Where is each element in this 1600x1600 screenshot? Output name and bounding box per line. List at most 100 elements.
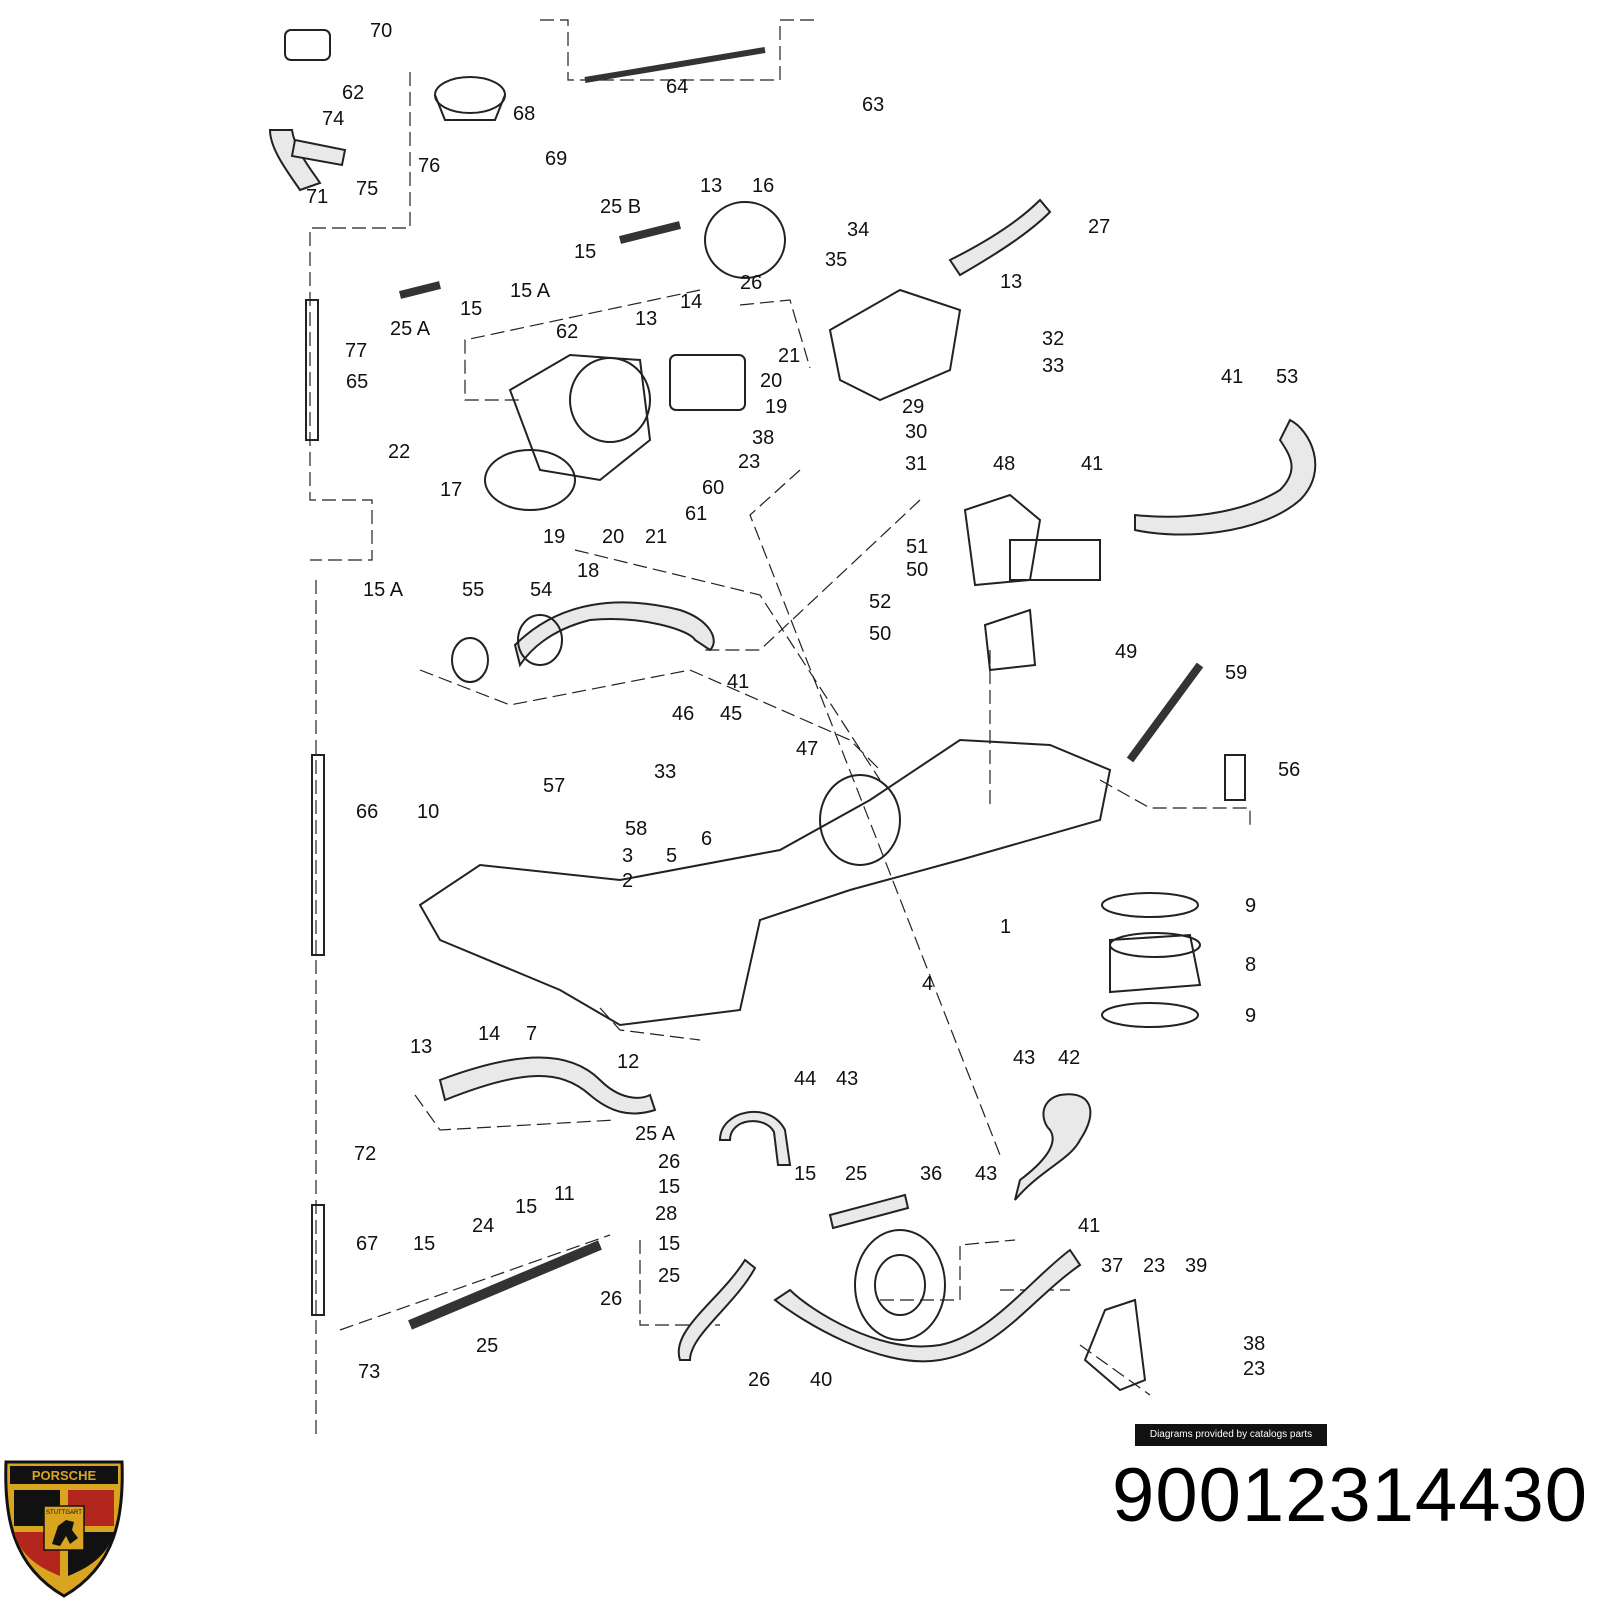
callout-label: 36 [920, 1163, 942, 1185]
callout-label: 49 [1115, 641, 1137, 663]
callout-label: 15 [515, 1196, 537, 1218]
callout-label: 47 [796, 738, 818, 760]
callout-label: 9 [1245, 895, 1256, 917]
callout-label: 18 [577, 560, 599, 582]
callout-label: 6 [701, 828, 712, 850]
svg-text:PORSCHE: PORSCHE [32, 1468, 97, 1483]
callout-label: 20 [602, 526, 624, 548]
callout-label: 54 [530, 579, 552, 601]
callout-label: 59 [1225, 662, 1247, 684]
callout-label: 25 [476, 1335, 498, 1357]
callout-label: 76 [418, 155, 440, 177]
callout-label: 73 [358, 1361, 380, 1383]
callout-label: 22 [388, 441, 410, 463]
callout-label: 29 [902, 396, 924, 418]
callout-label: 77 [345, 340, 367, 362]
callout-label: 69 [545, 148, 567, 170]
callout-label: 11 [554, 1183, 575, 1205]
callout-label: 50 [869, 623, 891, 645]
callout-label: 23 [738, 451, 760, 473]
callout-label: 40 [810, 1369, 832, 1391]
callout-label: 5 [666, 845, 677, 867]
callout-label: 43 [975, 1163, 997, 1185]
callout-label: 46 [672, 703, 694, 725]
callout-label: 72 [354, 1143, 376, 1165]
callout-label: 43 [836, 1068, 858, 1090]
callout-label: 15 [413, 1233, 435, 1255]
porsche-crest-logo: PORSCHE STUTTGART [4, 1460, 124, 1598]
callout-label: 13 [410, 1036, 432, 1058]
callout-label: 33 [1042, 355, 1064, 377]
callout-label: 23 [1143, 1255, 1165, 1277]
callout-label: 66 [356, 801, 378, 823]
callout-label: 50 [906, 559, 928, 581]
callout-label: 17 [440, 479, 462, 501]
callout-label: 26 [658, 1151, 680, 1173]
callout-label: 10 [417, 801, 439, 823]
callout-label: 15 [794, 1163, 816, 1185]
callout-label: 64 [666, 76, 688, 98]
callout-label: 15 A [363, 579, 404, 601]
diagram-credit-badge: Diagrams provided by catalogs parts [1135, 1424, 1327, 1446]
callout-label: 26 [740, 272, 762, 294]
callout-label: 15 [658, 1176, 680, 1198]
callout-label: 3 [622, 845, 633, 867]
callout-label: 21 [778, 345, 800, 367]
callout-label: 41 [1078, 1215, 1100, 1237]
callout-label: 24 [472, 1215, 494, 1237]
callout-label: 51 [906, 536, 928, 558]
callout-label: 14 [478, 1023, 500, 1045]
callout-label: 26 [748, 1369, 770, 1391]
callout-label: 53 [1276, 366, 1298, 388]
callout-label: 27 [1088, 216, 1110, 238]
tubes [305, 47, 1204, 1330]
callout-label: 32 [1042, 328, 1064, 350]
callout-label: 75 [356, 178, 378, 200]
callout-label: 13 [700, 175, 722, 197]
callout-label: 15 [574, 241, 596, 263]
callout-label: 25 A [635, 1123, 676, 1145]
callout-label: 20 [760, 370, 782, 392]
components [284, 29, 1246, 1392]
callout-label: 41 [1221, 366, 1243, 388]
callout-label: 52 [869, 591, 891, 613]
callout-label: 4 [922, 973, 933, 995]
callout-labels: 70 62 74 71 75 68 76 69 64 63 16 13 25 B… [306, 20, 1300, 1391]
callout-label: 15 A [510, 280, 551, 302]
callout-label: 62 [556, 321, 578, 343]
callout-label: 62 [342, 82, 364, 104]
callout-label: 25 B [600, 196, 641, 218]
callout-label: 71 [306, 186, 328, 208]
callout-label: 19 [543, 526, 565, 548]
callout-label: 19 [765, 396, 787, 418]
callout-label: 74 [322, 108, 344, 130]
callout-label: 41 [1081, 453, 1103, 475]
callout-label: 38 [1243, 1333, 1265, 1355]
callout-label: 60 [702, 477, 724, 499]
callout-label: 15 [658, 1233, 680, 1255]
callout-label: 31 [905, 453, 927, 475]
callout-label: 39 [1185, 1255, 1207, 1277]
callout-label: 2 [622, 870, 633, 892]
callout-label: 13 [1000, 271, 1022, 293]
callout-label: 55 [462, 579, 484, 601]
callout-label: 56 [1278, 759, 1300, 781]
callout-label: 15 [460, 298, 482, 320]
callout-label: 16 [752, 175, 774, 197]
callout-label: 21 [645, 526, 667, 548]
callout-label: 12 [617, 1051, 639, 1073]
callout-label: 8 [1245, 954, 1256, 976]
assembly-guide-lines [309, 19, 1251, 1440]
callout-label: 63 [862, 94, 884, 116]
callout-label: 33 [654, 761, 676, 783]
callout-label: 58 [625, 818, 647, 840]
callout-label: 57 [543, 775, 565, 797]
callout-label: 44 [794, 1068, 816, 1090]
callout-label: 37 [1101, 1255, 1123, 1277]
callout-label: 42 [1058, 1047, 1080, 1069]
callout-label: 7 [526, 1023, 537, 1045]
callout-label: 48 [993, 453, 1015, 475]
callout-label: 70 [370, 20, 392, 42]
callout-label: 30 [905, 421, 927, 443]
